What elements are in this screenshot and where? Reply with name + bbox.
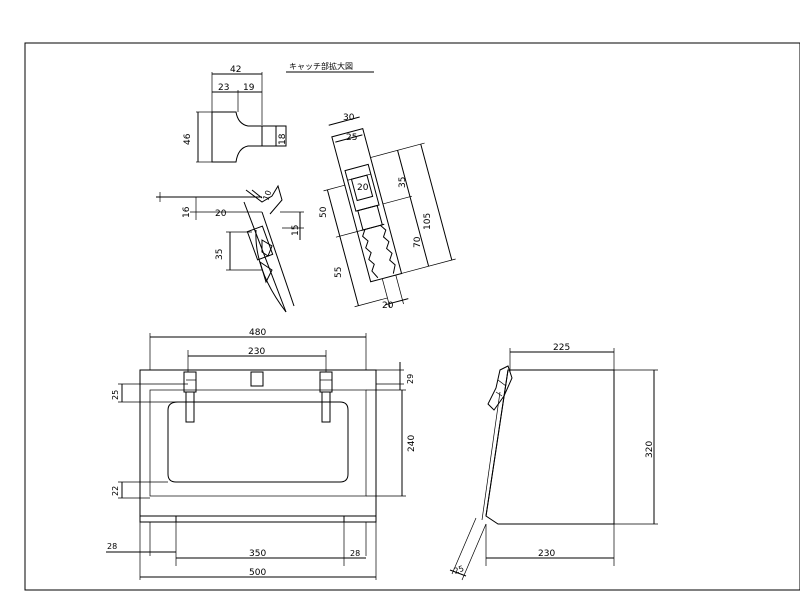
dim-105: 105	[423, 213, 433, 230]
dim-20-side: 20	[215, 209, 227, 219]
dim-25-front: 25	[346, 133, 357, 143]
dim-230-front: 230	[248, 347, 265, 357]
dim-230-side: 230	[538, 549, 555, 559]
dim-480: 480	[249, 328, 266, 338]
dim-55: 55	[334, 267, 344, 278]
dim-23: 23	[218, 83, 229, 93]
dim-25-side: 25	[453, 564, 466, 576]
dim-20-front-top: 20	[357, 183, 369, 193]
dim-30: 30	[343, 113, 355, 123]
side-view: 225 320 230 25	[449, 343, 658, 581]
dim-29: 29	[406, 374, 415, 384]
dim-240: 240	[407, 435, 417, 452]
dim-350: 350	[249, 549, 266, 559]
dim-25-front-view: 25	[111, 390, 120, 400]
dim-35-front: 35	[398, 177, 408, 188]
dim-46: 46	[183, 133, 193, 145]
dim-35-side: 35	[215, 249, 225, 260]
dim-18: 18	[278, 133, 288, 145]
front-view: 480 230 29 240 25	[106, 328, 417, 580]
dim-28-left: 28	[107, 542, 117, 551]
dim-15: 15	[291, 225, 301, 236]
dim-22: 22	[111, 486, 120, 496]
dim-50: 50	[319, 206, 329, 218]
catch-detail: 42 23 19 46 18	[183, 65, 288, 163]
dim-320: 320	[645, 441, 655, 458]
dim-19: 19	[243, 83, 255, 93]
dim-500: 500	[249, 568, 266, 578]
dim-20-front-bottom: 20	[382, 301, 394, 311]
dim-10: 10	[261, 189, 273, 202]
front-detail: 30 25 20 35 105 70 50 55 20	[319, 113, 456, 311]
dim-28-right: 28	[350, 549, 360, 558]
side-detail: 16 10 20 15 35	[156, 184, 304, 313]
detail-title: キャッチ部拡大図	[289, 61, 353, 71]
dim-42: 42	[230, 65, 241, 75]
dim-70: 70	[413, 236, 423, 248]
drawing-frame	[24, 42, 800, 591]
dim-225: 225	[553, 343, 570, 353]
dim-16: 16	[182, 206, 192, 218]
